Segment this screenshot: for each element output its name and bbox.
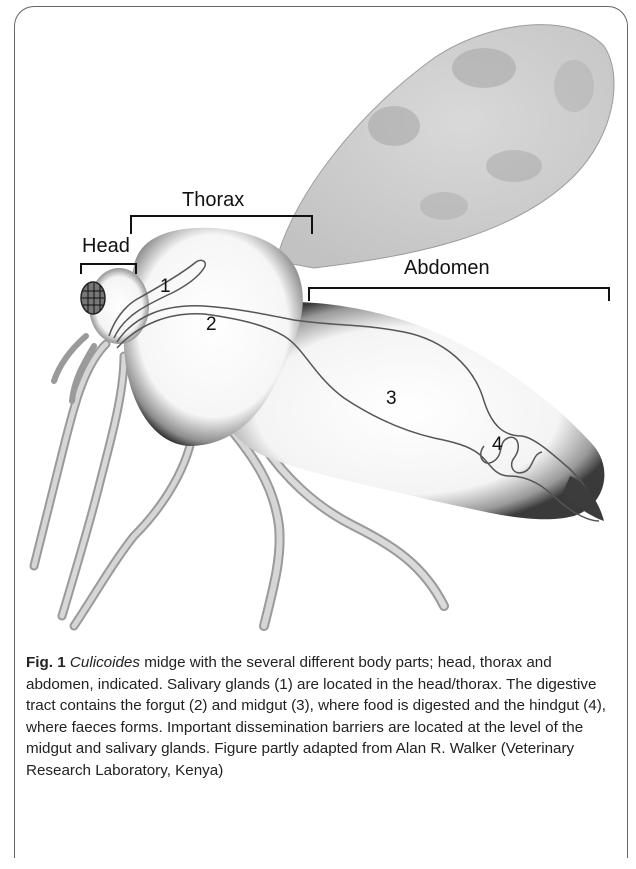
label-head: Head [82,235,130,257]
figure-caption: Fig. 1 Culicoides midge with the several… [26,652,616,781]
midge-figure: Head Thorax Abdomen 1 2 3 4 [14,6,628,642]
compound-eye-icon [81,282,105,314]
label-thorax: Thorax [182,189,244,211]
wing [276,25,614,268]
caption-fig-label: Fig. 1 [26,654,66,671]
label-number-3: 3 [386,388,397,409]
label-abdomen: Abdomen [404,257,490,279]
caption-species: Culicoides [70,654,140,671]
label-number-1: 1 [160,276,171,297]
caption-text: midge with the several different body pa… [26,654,606,779]
midge-illustration: Head Thorax Abdomen 1 2 3 4 [14,6,628,642]
label-number-4: 4 [492,434,503,455]
label-number-2: 2 [206,314,217,335]
